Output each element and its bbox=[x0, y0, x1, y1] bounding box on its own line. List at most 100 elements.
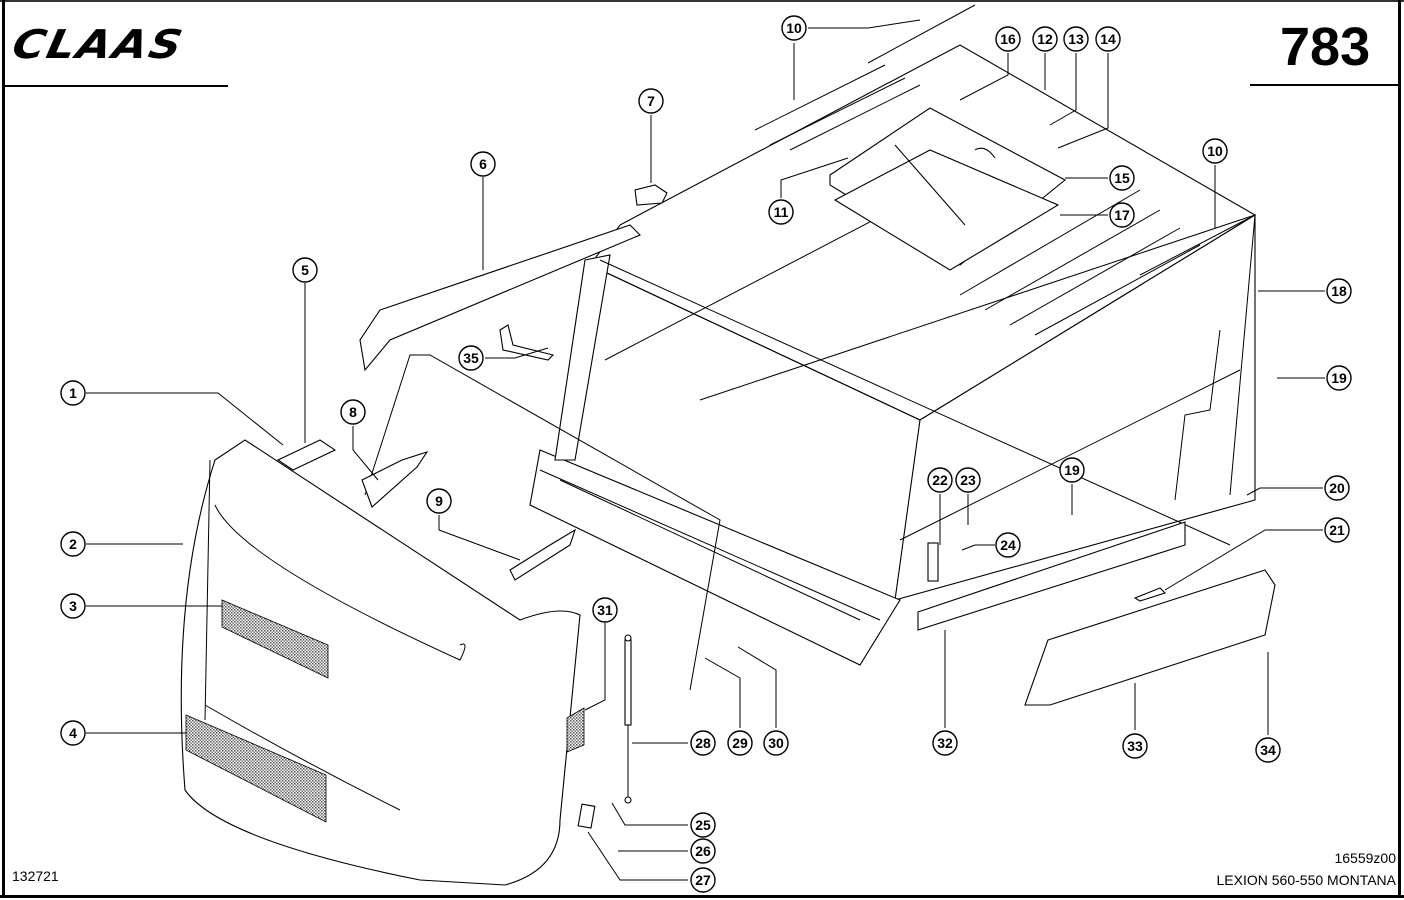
callout-5: 5 bbox=[292, 257, 318, 283]
callout-2: 2 bbox=[60, 531, 86, 557]
callout-15: 15 bbox=[1109, 165, 1135, 191]
svg-text:18: 18 bbox=[1331, 283, 1347, 299]
svg-text:7: 7 bbox=[647, 93, 655, 109]
svg-text:3: 3 bbox=[69, 598, 77, 614]
part-9-bracket bbox=[509, 528, 576, 581]
part-8-bracket bbox=[361, 450, 429, 508]
svg-text:9: 9 bbox=[435, 493, 443, 509]
part-7-bracket bbox=[634, 184, 668, 206]
svg-text:34: 34 bbox=[1260, 742, 1276, 758]
svg-text:1: 1 bbox=[69, 385, 77, 401]
svg-text:14: 14 bbox=[1100, 31, 1116, 47]
callout-18: 18 bbox=[1326, 278, 1352, 304]
callout-10-right: 10 bbox=[1202, 138, 1228, 164]
callout-20: 20 bbox=[1324, 475, 1350, 501]
callout-8: 8 bbox=[340, 399, 366, 425]
callout-19-right: 19 bbox=[1326, 365, 1352, 391]
svg-text:22: 22 bbox=[932, 472, 948, 488]
svg-text:8: 8 bbox=[349, 404, 357, 420]
svg-text:24: 24 bbox=[1000, 537, 1016, 553]
callout-33: 33 bbox=[1122, 733, 1148, 759]
callout-35: 35 bbox=[458, 345, 484, 371]
part-6-rail bbox=[359, 224, 641, 372]
callout-9: 9 bbox=[426, 488, 452, 514]
svg-text:26: 26 bbox=[695, 843, 711, 859]
svg-text:10: 10 bbox=[1207, 143, 1223, 159]
svg-text:16: 16 bbox=[1000, 31, 1016, 47]
callout-13: 13 bbox=[1063, 26, 1089, 52]
callout-28: 28 bbox=[690, 730, 716, 756]
windshield-seal bbox=[364, 354, 721, 691]
frame-bottom-border bbox=[0, 895, 1404, 898]
svg-text:17: 17 bbox=[1114, 207, 1130, 223]
callout-34: 34 bbox=[1255, 737, 1281, 763]
page-number-underline bbox=[1250, 84, 1400, 86]
callout-27: 27 bbox=[690, 867, 716, 893]
front-beam bbox=[529, 449, 901, 666]
frame-top-border bbox=[0, 0, 1404, 2]
part-27-plate bbox=[577, 803, 596, 829]
part-35-strap bbox=[499, 324, 555, 361]
svg-text:19: 19 bbox=[1064, 462, 1080, 478]
svg-text:6: 6 bbox=[479, 156, 487, 172]
callout-12: 12 bbox=[1032, 26, 1058, 52]
svg-text:19: 19 bbox=[1331, 370, 1347, 386]
roof-hatch bbox=[829, 107, 1066, 271]
svg-text:31: 31 bbox=[597, 602, 613, 618]
right-side-wall bbox=[894, 214, 1256, 601]
callout-10-top: 10 bbox=[781, 15, 807, 41]
svg-text:10: 10 bbox=[786, 20, 802, 36]
svg-text:32: 32 bbox=[937, 735, 953, 751]
callout-25: 25 bbox=[690, 812, 716, 838]
callout-32: 32 bbox=[932, 730, 958, 756]
callout-26: 26 bbox=[690, 838, 716, 864]
svg-text:5: 5 bbox=[301, 262, 309, 278]
leader-lines bbox=[86, 19, 1325, 881]
callout-16: 16 bbox=[995, 26, 1021, 52]
callout-6: 6 bbox=[470, 151, 496, 177]
svg-text:12: 12 bbox=[1037, 31, 1053, 47]
callout-23: 23 bbox=[955, 467, 981, 493]
trim-strips bbox=[754, 4, 1256, 336]
callout-14: 14 bbox=[1095, 26, 1121, 52]
drawing-number: 16559z00 bbox=[1334, 850, 1396, 866]
reflector-3 bbox=[221, 599, 329, 679]
svg-text:33: 33 bbox=[1127, 738, 1143, 754]
part-22-plate bbox=[927, 542, 939, 582]
callout-1: 1 bbox=[60, 380, 86, 406]
callout-19-center: 19 bbox=[1059, 457, 1085, 483]
part-32-sill bbox=[917, 521, 1186, 631]
front-hood bbox=[180, 439, 581, 886]
page-number: 783 bbox=[1280, 17, 1371, 77]
part-33-side-panel bbox=[1024, 569, 1276, 706]
image-number: 132721 bbox=[12, 868, 59, 884]
callout-30: 30 bbox=[763, 730, 789, 756]
svg-text:35: 35 bbox=[463, 350, 479, 366]
svg-text:30: 30 bbox=[768, 735, 784, 751]
svg-text:27: 27 bbox=[695, 872, 711, 888]
frame-right-border bbox=[1398, 0, 1401, 895]
svg-text:28: 28 bbox=[695, 735, 711, 751]
logo-underline bbox=[5, 85, 228, 87]
callout-17: 17 bbox=[1109, 202, 1135, 228]
part-5-hinge bbox=[276, 439, 337, 471]
svg-text:11: 11 bbox=[774, 204, 789, 220]
svg-text:4: 4 bbox=[69, 725, 77, 741]
svg-text:23: 23 bbox=[960, 472, 976, 488]
svg-text:20: 20 bbox=[1329, 480, 1345, 496]
svg-text:2: 2 bbox=[69, 536, 77, 552]
model-name: LEXION 560-550 MONTANA bbox=[1216, 872, 1396, 888]
callout-24: 24 bbox=[995, 532, 1021, 558]
svg-text:13: 13 bbox=[1068, 31, 1084, 47]
svg-text:25: 25 bbox=[695, 817, 711, 833]
callout-7: 7 bbox=[638, 88, 664, 114]
cab-pillar bbox=[554, 254, 1231, 546]
callout-22: 22 bbox=[927, 467, 953, 493]
part-28-gas-strut bbox=[624, 634, 632, 804]
svg-text:15: 15 bbox=[1114, 170, 1130, 186]
callout-3: 3 bbox=[60, 593, 86, 619]
svg-text:21: 21 bbox=[1329, 522, 1345, 538]
callout-31: 31 bbox=[592, 597, 618, 623]
